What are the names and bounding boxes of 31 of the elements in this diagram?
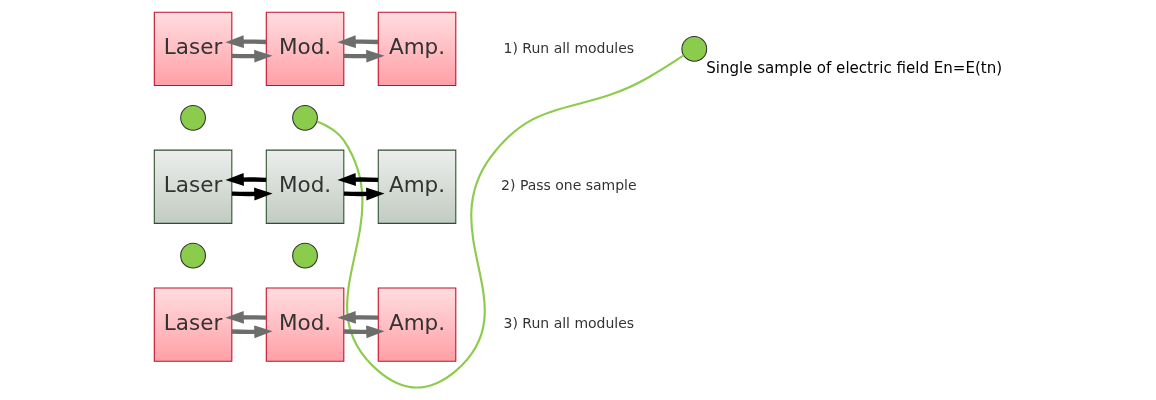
arrow <box>343 187 385 201</box>
label: 2) Pass one sample <box>501 177 637 194</box>
node-box: Laser <box>153 149 233 224</box>
node-circle <box>180 242 206 269</box>
arrow <box>231 187 273 201</box>
arrow <box>225 35 267 49</box>
node-box: Amp. <box>377 149 457 224</box>
connector <box>316 54 685 389</box>
label: 3) Run all modules <box>503 315 635 332</box>
arrow <box>231 325 273 339</box>
node-box: Mod. <box>265 11 345 87</box>
arrow <box>343 49 385 63</box>
node-box: Laser <box>153 11 233 87</box>
arrow <box>337 310 379 324</box>
arrow <box>343 325 385 339</box>
node-circle <box>292 242 318 269</box>
node-box: Laser <box>153 287 233 362</box>
node-label: Single sample of electric field En=E(tn) <box>706 59 1003 78</box>
label: 1) Run all modules <box>503 39 635 56</box>
arrow <box>337 35 379 49</box>
node-circle <box>292 104 318 131</box>
node-box: Mod. <box>265 149 345 224</box>
arrow <box>225 173 267 186</box>
node-box: Mod. <box>265 287 345 362</box>
node-box: Amp. <box>377 11 457 87</box>
node-circle <box>180 104 206 131</box>
node-circle <box>681 36 708 62</box>
arrow <box>225 310 267 324</box>
arrow <box>337 173 379 186</box>
node-box: Amp. <box>377 287 457 362</box>
arrow <box>231 49 273 63</box>
